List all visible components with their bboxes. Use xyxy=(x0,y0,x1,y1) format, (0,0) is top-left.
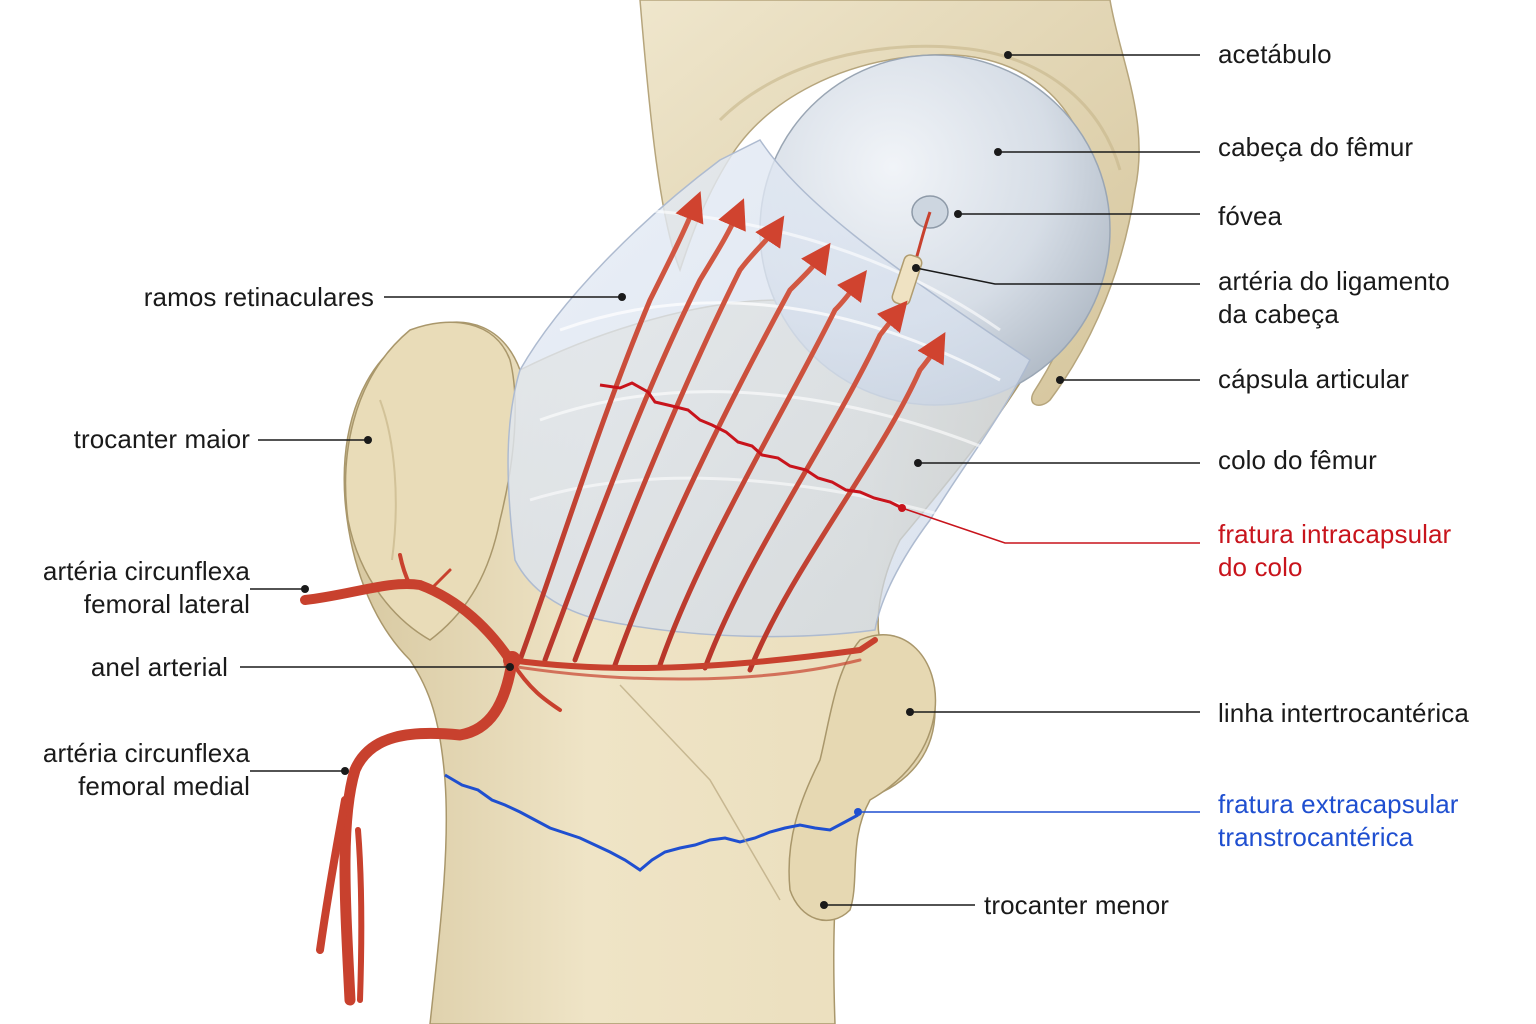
lesser-trochanter xyxy=(788,634,937,921)
greater-trochanter xyxy=(344,321,516,641)
lateral-circumflex-artery xyxy=(300,553,515,665)
leader-line-blue xyxy=(854,808,1200,816)
intracapsular-fracture-line xyxy=(599,381,903,510)
label-colo-femur: colo do fêmur xyxy=(1218,445,1377,475)
label-cabeca-femur: cabeça do fêmur xyxy=(1218,132,1414,162)
label-trocanter-menor: trocanter menor xyxy=(984,890,1170,920)
intertrochanteric-line xyxy=(619,684,781,901)
label-capsula-articular: cápsula articular xyxy=(1218,364,1410,394)
label-trocanter-maior: trocanter maior xyxy=(73,424,250,454)
label-arteria-circunflexa-lateral: artéria circunflexa femoral lateral xyxy=(42,556,250,619)
retinacular-arteries xyxy=(517,191,946,673)
label-fovea: fóvea xyxy=(1218,201,1283,231)
leader-lines xyxy=(240,54,1200,906)
label-ramos-retinaculares: ramos retinaculares xyxy=(143,282,374,312)
label-anel-arterial: anel arterial xyxy=(90,652,228,682)
extracapsular-fracture-line xyxy=(444,773,859,872)
label-arteria-ligamento: artéria do ligamento da cabeça xyxy=(1218,266,1450,329)
medial-circumflex-artery xyxy=(316,656,562,1006)
leader-line-red xyxy=(898,504,1200,544)
label-acetabulo: acetábulo xyxy=(1218,39,1332,69)
label-fratura-intracapsular: fratura intracapsular do colo xyxy=(1218,519,1452,582)
leader-dots xyxy=(301,51,1064,909)
label-arteria-circunflexa-medial: artéria circunflexa femoral medial xyxy=(42,738,250,801)
label-fratura-extracapsular: fratura extracapsular transtrocantérica xyxy=(1218,789,1459,852)
label-linha-intertrocanterica: linha intertrocantérica xyxy=(1218,698,1469,728)
